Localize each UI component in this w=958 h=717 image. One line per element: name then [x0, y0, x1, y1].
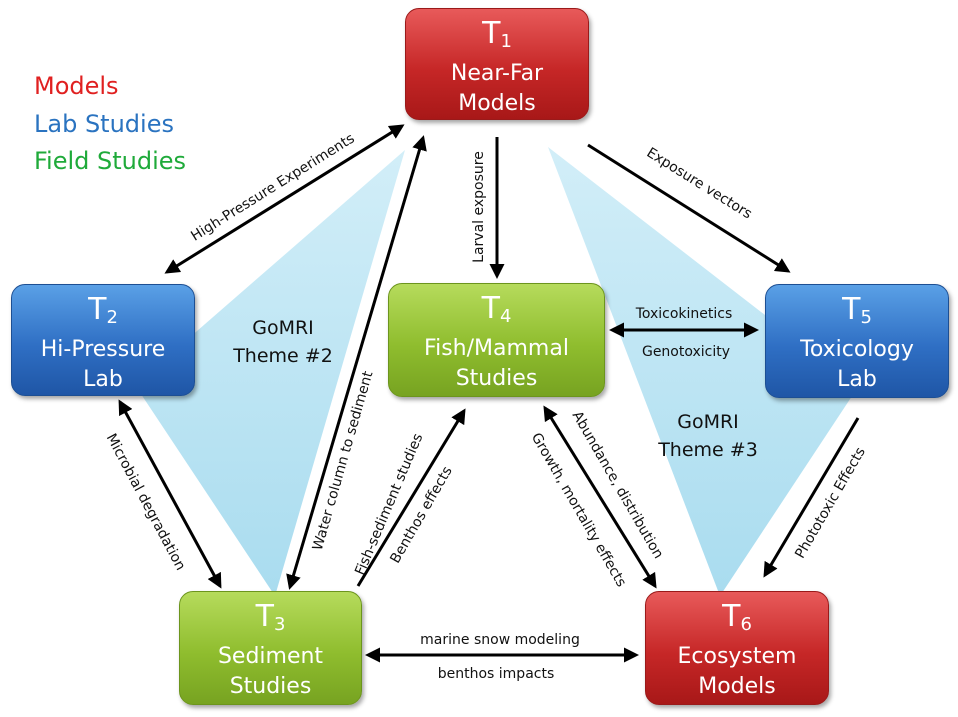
label-toxicokinetics: Toxicokinetics — [635, 306, 733, 322]
node-t4-fish-mammal-studies: T4 Fish/Mammal Studies — [388, 283, 605, 397]
legend-lab-studies: Lab Studies — [34, 110, 174, 138]
node-t5-id: T5 — [842, 292, 872, 329]
node-t6-line2: Models — [698, 674, 776, 699]
arrow-t2-t3 — [118, 399, 222, 589]
label-marine-snow: marine snow modeling — [420, 632, 580, 648]
arrow-t6-t4 — [543, 405, 657, 589]
node-t4-line2: Studies — [455, 366, 538, 391]
node-t5-line1: Toxicology — [800, 337, 914, 362]
label-larval-exposure: Larval exposure — [471, 151, 487, 263]
node-t1-id: T1 — [482, 16, 512, 53]
theme3-line1: GoMRI — [677, 411, 739, 433]
theme2-line2: Theme #2 — [233, 345, 333, 367]
node-t2-line1: Hi-Pressure — [40, 337, 166, 362]
node-t3-line2: Studies — [229, 674, 312, 699]
arrow-t1-t5 — [587, 143, 791, 273]
legend-models: Models — [34, 72, 119, 100]
node-t5-line2: Lab — [837, 367, 877, 392]
node-t4-id: T4 — [481, 291, 512, 328]
label-benthos-impacts: benthos impacts — [438, 666, 555, 682]
legend-field-studies: Field Studies — [34, 147, 187, 175]
arrow-t1-t3 — [286, 135, 427, 590]
arrow-t5-t6 — [763, 417, 860, 578]
node-t3-sediment-studies: T3 Sediment Studies — [179, 591, 362, 705]
node-t1-line1: Near-Far — [450, 61, 544, 86]
arrow-t3-t4 — [356, 408, 466, 587]
node-t6-line1: Ecosystem — [677, 644, 797, 669]
node-t3-line1: Sediment — [217, 644, 324, 669]
label-exposure-vectors: Exposure vectors — [644, 145, 755, 223]
node-t6-ecosystem-models: T6 Ecosystem Models — [645, 591, 829, 705]
theme3-triangle — [548, 147, 858, 596]
label-genotoxicity: Genotoxicity — [642, 344, 730, 360]
node-t3-id: T3 — [255, 599, 286, 636]
node-t2-hi-pressure-lab: T2 Hi-Pressure Lab — [11, 284, 195, 396]
label-growth: Growth, mortality effects — [528, 430, 629, 590]
node-t6-id: T6 — [722, 599, 752, 636]
node-t1-line2: Models — [458, 91, 536, 116]
node-t1-near-far-models: T1 Near-Far Models — [405, 8, 589, 120]
node-t2-line2: Lab — [83, 367, 123, 392]
theme3-line2: Theme #3 — [658, 439, 758, 461]
theme3-label: GoMRI Theme #3 — [643, 411, 773, 461]
node-t5-toxicology-lab: T5 Toxicology Lab — [765, 284, 949, 398]
node-t2-id: T2 — [88, 292, 118, 329]
node-t4-line1: Fish/Mammal — [424, 336, 569, 361]
theme2-line1: GoMRI — [252, 317, 314, 339]
theme2-label: GoMRI Theme #2 — [218, 317, 348, 367]
